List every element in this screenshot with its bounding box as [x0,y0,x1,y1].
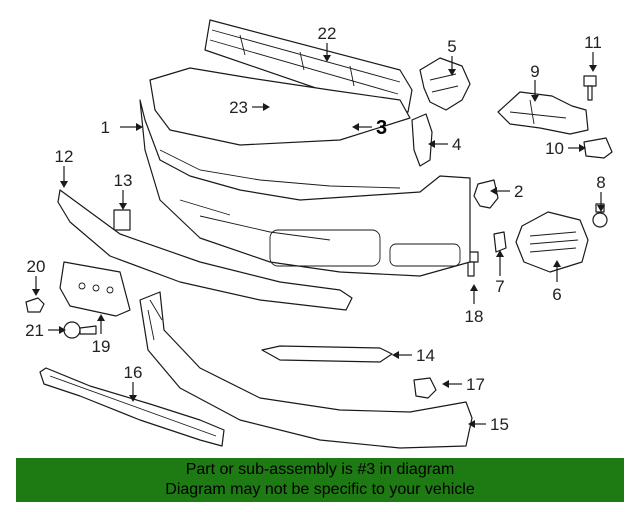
callout-15: 15 [490,415,509,434]
callout-13: 13 [114,171,133,190]
callout-11: 11 [584,33,602,52]
part-4-bracket [411,113,433,167]
banner-line-disclaimer: Diagram may not be specific to your vehi… [165,481,475,498]
callout-19: 19 [92,337,111,356]
callout-labels: 1 2 3 4 5 6 7 8 9 10 11 12 13 14 15 16 1… [25,24,606,434]
part-9-bracket [497,91,589,135]
callout-21: 21 [25,321,44,340]
callout-8: 8 [596,173,605,192]
part-14-trim-strip [261,345,393,363]
callout-2: 2 [514,182,523,201]
part-6-fog-lamp-bracket [515,211,589,273]
callout-6: 6 [552,285,561,304]
callout-17: 17 [466,375,485,394]
callout-10: 10 [545,139,564,158]
callout-3-highlighted: 3 [376,117,387,139]
part-17-clip [413,377,437,399]
banner-line-part-info: Part or sub-assembly is #3 in diagram [185,461,455,478]
callout-16: 16 [124,363,143,382]
part-2-pin [473,179,499,209]
callout-4: 4 [452,135,461,154]
part-18-bolt [463,251,479,277]
callout-14: 14 [416,346,435,365]
part-13-clip [113,209,131,231]
callout-7: 7 [495,277,504,296]
part-20-pushpin [25,297,45,313]
part-5-bracket [419,57,471,111]
part-10-clip [583,137,613,159]
info-banner: Part or sub-assembly is #3 in diagram Di… [16,458,624,502]
part-12-lower-molding [57,189,353,311]
part-11-bolt [583,75,597,101]
parts-diagram: 1 2 3 4 5 6 7 8 9 10 11 12 13 14 15 16 1… [25,19,613,449]
part-7-clip [493,231,507,253]
callout-23: 23 [229,98,248,117]
callout-9: 9 [530,62,539,81]
part-21-pushpin [63,321,97,339]
callout-1: 1 [101,118,110,137]
callout-5: 5 [447,37,456,56]
part-22-impact-bar [204,19,413,113]
part-1-bumper-cover [139,67,471,277]
callout-22: 22 [318,24,337,43]
part-16-skid-molding [39,367,225,447]
part-19-license-bracket [59,261,131,317]
part-15-lower-valance [139,291,473,449]
callout-18: 18 [465,307,484,326]
callout-20: 20 [27,257,46,276]
leader-lines [32,43,605,428]
callout-12: 12 [55,147,74,166]
